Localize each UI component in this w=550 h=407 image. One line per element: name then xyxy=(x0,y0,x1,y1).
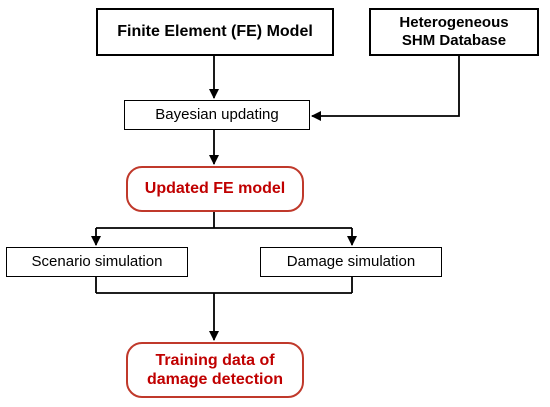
fe-model-box: Finite Element (FE) Model xyxy=(96,8,334,56)
bayesian-updating-label: Bayesian updating xyxy=(155,106,279,123)
shm-database-box: Heterogeneous SHM Database xyxy=(369,8,539,56)
shm-database-label-line1: Heterogeneous xyxy=(399,14,509,31)
damage-simulation-label: Damage simulation xyxy=(286,253,416,270)
arrow-shm-to-bayesian xyxy=(311,56,460,121)
damage-simulation-box: Damage simulation xyxy=(260,247,442,277)
scenario-simulation-box: Scenario simulation xyxy=(6,247,188,277)
updated-fe-model-box: Updated FE model xyxy=(126,166,304,212)
training-data-label-line2: damage detection xyxy=(146,371,284,388)
training-data-label-line1: Training data of xyxy=(155,351,275,369)
shm-database-label-line2: SHM Database xyxy=(401,32,507,49)
fe-model-label: Finite Element (FE) Model xyxy=(117,23,313,41)
bayesian-updating-box: Bayesian updating xyxy=(124,100,310,130)
training-data-box: Training data of damage detection xyxy=(126,342,304,398)
scenario-simulation-label: Scenario simulation xyxy=(31,253,163,270)
updated-fe-model-label: Updated FE model xyxy=(144,180,286,198)
